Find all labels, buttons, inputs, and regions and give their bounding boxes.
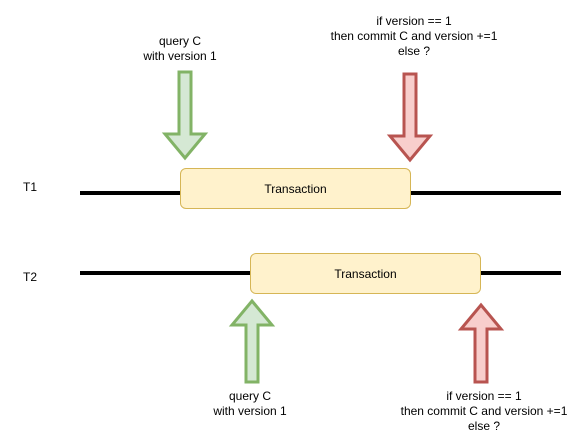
t2-commit-label: if version == 1 then commit C and versio… — [384, 389, 581, 434]
t2-read-label-line-2: with version 1 — [213, 404, 287, 418]
t1-commit-label-line-1: if version == 1 — [376, 14, 452, 28]
t1-read-label-line-2: with version 1 — [143, 49, 217, 63]
t1-read-label-line-1: query C — [158, 34, 202, 48]
t2-transaction-box: Transaction — [250, 253, 481, 294]
t1-commit-label: if version == 1 then commit C and versio… — [314, 14, 514, 59]
t2-transaction-label: Transaction — [334, 266, 397, 281]
t2-commit-label-line-3: else ? — [467, 419, 501, 433]
t2-read-label-line-1: query C — [228, 389, 272, 403]
t1-commit-label-line-3: else ? — [397, 44, 431, 58]
t1-commit-arrow-icon — [386, 72, 434, 163]
t1-read-label: query C with version 1 — [130, 34, 230, 64]
t2-commit-arrow-icon — [457, 302, 505, 384]
t2-row-label: T2 — [23, 270, 38, 284]
t2-read-label: query C with version 1 — [200, 389, 300, 419]
t2-commit-label-line-2: then commit C and version +=1 — [400, 404, 568, 418]
t1-transaction-box: Transaction — [180, 168, 411, 209]
t1-row-label: T1 — [23, 180, 38, 194]
t2-commit-label-line-1: if version == 1 — [446, 389, 522, 403]
t2-read-arrow-icon — [228, 298, 276, 384]
t1-read-arrow-icon — [161, 70, 209, 161]
t1-commit-label-line-2: then commit C and version +=1 — [330, 29, 498, 43]
t1-transaction-label: Transaction — [264, 181, 327, 196]
